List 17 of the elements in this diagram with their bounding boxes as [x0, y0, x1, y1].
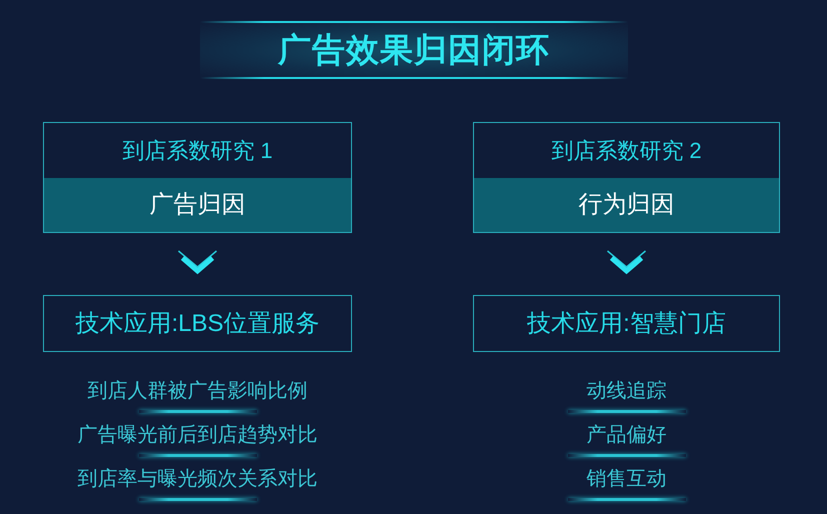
card-heading: 到店系数研究 1	[122, 136, 273, 164]
process-box	[43, 295, 352, 352]
item-text: 产品偏好	[586, 423, 666, 448]
card-heading: 到店系数研究 2	[551, 136, 702, 164]
node-text: 技术应用:LBS位置服务	[75, 308, 320, 338]
study-card	[473, 122, 780, 233]
item-text: 广告曝光前后到店趋势对比	[78, 423, 318, 448]
title-text: 广告效果归因闭环	[278, 30, 550, 70]
process-box	[473, 295, 780, 352]
subtitle-band: 广告归因	[44, 178, 351, 232]
item-text: 到店人群被广告影响比例	[88, 379, 308, 404]
subtitle-band: 行为归因	[474, 178, 779, 232]
node-text: 技术应用:智慧门店	[527, 308, 726, 338]
item-text: 销售互动	[586, 467, 666, 492]
study-card	[43, 122, 352, 233]
item-text: 到店率与曝光频次关系对比	[78, 467, 318, 492]
item-text: 动线追踪	[586, 379, 666, 404]
